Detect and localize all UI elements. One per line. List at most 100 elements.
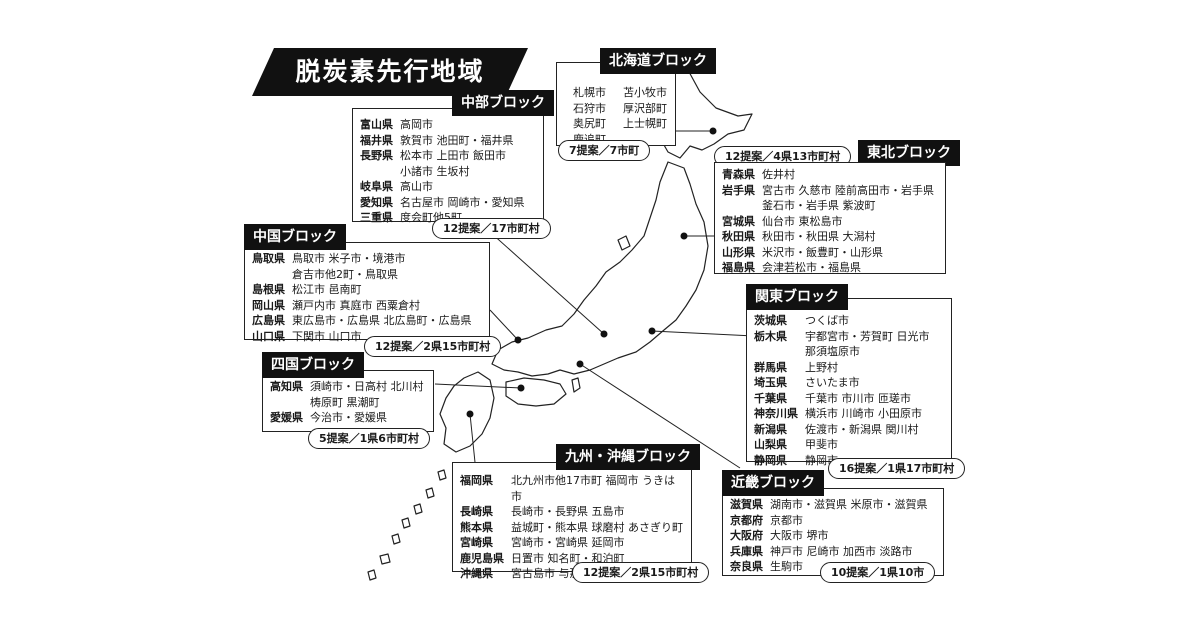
prefecture: 神奈川県 <box>754 407 798 420</box>
table-row: 青森県佐井村 <box>722 167 934 183</box>
cities: 今治市・愛媛県 <box>310 411 387 424</box>
cities: 横浜市 川崎市 小田原市 <box>805 407 922 420</box>
prefecture: 群馬県 <box>754 360 787 374</box>
block-hokkaido-panel: 札幌市 苫小牧市 石狩市 厚沢部町 奥尻町 上士幌町 鹿追町 <box>556 62 676 146</box>
table-row: 鳥取県鳥取市 米子市・境港市 倉吉市他2町・鳥取県 <box>252 251 472 282</box>
prefecture: 鹿児島県 <box>460 551 504 565</box>
cities: 高山市 <box>400 180 433 193</box>
cities: 瀬戸内市 真庭市 西粟倉村 <box>292 298 420 312</box>
block-kyushu-panel: 福岡県北九州市他17市町 福岡市 うきは市 長崎県長崎市・長野県 五島市 熊本県… <box>452 462 692 580</box>
prefecture: 三重県 <box>360 211 393 224</box>
cities: 宮崎市・宮崎県 延岡市 <box>511 536 625 549</box>
prefecture: 埼玉県 <box>754 376 787 389</box>
block-kyushu-summary: 12提案／2県15市町村 <box>572 562 710 583</box>
block-shikoku-header: 四国ブロック <box>262 352 364 378</box>
hokkaido-city-list: 札幌市 苫小牧市 石狩市 厚沢部町 奥尻町 上士幌町 鹿追町 <box>573 85 681 147</box>
block-tohoku-panel: 青森県佐井村 岩手県宮古市 久慈市 陸前高田市・岩手県 釜石市・岩手県 紫波町 … <box>714 162 946 274</box>
table-row: 茨城県 つくば市 <box>754 313 930 329</box>
block-kanto-panel: 茨城県 つくば市 栃木県宇都宮市・芳賀町 日光市 那須塩原市 群馬県上野村 埼玉県… <box>746 298 952 467</box>
cities: さいたま市 <box>805 376 860 389</box>
block-kyushu-header: 九州・沖縄ブロック <box>556 444 700 470</box>
block-hokkaido-summary: 7提案／7市町 <box>558 140 651 161</box>
table-row: 栃木県宇都宮市・芳賀町 日光市 那須塩原市 <box>754 329 930 360</box>
page-title: 脱炭素先行地域 <box>295 57 485 86</box>
table-row: 岡山県瀬戸内市 真庭市 西粟倉村 <box>252 298 472 314</box>
prefecture: 秋田県 <box>722 230 755 243</box>
prefecture: 長野県 <box>360 149 393 162</box>
prefecture: 岐阜県 <box>360 180 393 193</box>
block-tohoku-summary: 12提案／4県13市町村 <box>714 146 852 167</box>
prefecture: 愛媛県 <box>270 411 303 424</box>
prefecture: 福岡県 <box>460 474 493 487</box>
prefecture: 茨城県 <box>754 314 787 327</box>
cities: 千葉市 市川市 匝瑳市 <box>805 391 911 405</box>
table-row: 山口県下関市 山口市 <box>252 329 472 345</box>
cities: 東広島市・広島県 北広島町・広島県 <box>292 314 472 327</box>
cities: つくば市 <box>805 314 849 327</box>
prefecture: 熊本県 <box>460 520 493 534</box>
tohoku-table: 青森県佐井村 岩手県宮古市 久慈市 陸前高田市・岩手県 釜石市・岩手県 紫波町 … <box>722 167 934 276</box>
block-chubu-panel: 富山県高岡市 福井県敦賀市 池田町・福井県 長野県松本市 上田市 飯田市 小諸市… <box>352 108 544 224</box>
city: 奥尻町 <box>573 117 606 130</box>
table-row: 宮崎県 宮崎市・宮崎県 延岡市 <box>460 535 684 551</box>
leader-shikoku <box>434 383 522 389</box>
marker-shikoku <box>517 384 525 392</box>
marker-kyushu <box>466 410 474 418</box>
cities: 甲斐市 <box>805 438 838 451</box>
table-row: 広島県東広島市・広島県 北広島町・広島県 <box>252 313 472 329</box>
shikoku-table: 高知県須崎市・日高村 北川村 梼原町 黒潮町 愛媛県今治市・愛媛県 <box>270 379 424 426</box>
city: 札幌市 <box>573 86 606 99</box>
honshu-island <box>491 161 709 377</box>
kyushu-table: 福岡県北九州市他17市町 福岡市 うきは市 長崎県長崎市・長野県 五島市 熊本県… <box>460 473 684 582</box>
table-row: 兵庫県神戸市 尼崎市 加西市 淡路市 <box>730 544 928 560</box>
block-kanto-header: 関東ブロック <box>746 284 848 310</box>
cities: 須崎市・日高村 北川村 梼原町 黒潮町 <box>310 380 424 409</box>
block-tohoku-header: 東北ブロック <box>858 140 960 166</box>
table-row: 新潟県佐渡市・新潟県 関川村 <box>754 422 930 438</box>
table-row: 京都府京都市 <box>730 513 928 529</box>
table-row: 鹿児島県日置市 知名町・和泊町 <box>460 551 684 567</box>
prefecture: 滋賀県 <box>730 498 763 511</box>
prefecture: 京都府 <box>730 513 763 527</box>
table-row: 福井県敦賀市 池田町・福井県 <box>360 133 525 149</box>
kinki-table: 滋賀県湖南市・滋賀県 米原市・滋賀県 京都府京都市 大阪府大阪市 堺市 兵庫県神… <box>730 497 928 575</box>
prefecture: 長崎県 <box>460 505 493 518</box>
cities: 高岡市 <box>400 118 433 131</box>
leader-kinki <box>579 363 741 469</box>
leader-chubu <box>489 231 605 335</box>
cities: 長崎市・長野県 五島市 <box>511 505 625 518</box>
chugoku-table: 鳥取県鳥取市 米子市・境港市 倉吉市他2町・鳥取県 島根県松江市 邑南町 岡山県… <box>252 251 472 344</box>
prefecture: 青森県 <box>722 168 755 181</box>
table-row: 愛知県名古屋市 岡崎市・愛知県 <box>360 195 525 211</box>
table-row: 群馬県上野村 <box>754 360 930 376</box>
table-row: 千葉県千葉市 市川市 匝瑳市 <box>754 391 930 407</box>
shikoku-island <box>505 377 567 407</box>
table-row: 愛媛県今治市・愛媛県 <box>270 410 424 426</box>
prefecture: 山形県 <box>722 245 755 259</box>
block-chugoku-header: 中国ブロック <box>244 224 346 250</box>
cities: 益城町・熊本県 球磨村 あさぎり町 <box>511 520 683 534</box>
cities: 松本市 上田市 飯田市 小諸市 生坂村 <box>400 149 506 178</box>
block-chubu-header: 中部ブロック <box>452 90 554 116</box>
table-row: 神奈川県横浜市 川崎市 小田原市 <box>754 406 930 422</box>
cities: 京都市 <box>770 513 803 527</box>
table-row: 山梨県甲斐市 <box>754 437 930 453</box>
prefecture: 島根県 <box>252 283 285 296</box>
prefecture: 栃木県 <box>754 329 787 343</box>
leader-chugoku <box>489 309 519 341</box>
block-chubu-summary: 12提案／17市町村 <box>432 218 551 239</box>
prefecture: 富山県 <box>360 118 393 131</box>
prefecture: 宮崎県 <box>460 536 493 549</box>
marker-chubu <box>600 330 608 338</box>
cities: 鳥取市 米子市・境港市 倉吉市他2町・鳥取県 <box>292 252 406 281</box>
block-kinki-header: 近畿ブロック <box>722 470 824 496</box>
prefecture: 福島県 <box>722 261 755 274</box>
prefecture: 岡山県 <box>252 298 285 312</box>
table-row: 長野県松本市 上田市 飯田市 小諸市 生坂村 <box>360 148 525 179</box>
table-row: 大阪府大阪市 堺市 <box>730 528 928 544</box>
cities: 松江市 邑南町 <box>292 283 362 296</box>
block-shikoku-panel: 高知県須崎市・日高村 北川村 梼原町 黒潮町 愛媛県今治市・愛媛県 <box>262 370 434 432</box>
cities: 湖南市・滋賀県 米原市・滋賀県 <box>770 498 928 511</box>
kanto-table: 茨城県 つくば市 栃木県宇都宮市・芳賀町 日光市 那須塩原市 群馬県上野村 埼玉県… <box>754 313 930 468</box>
